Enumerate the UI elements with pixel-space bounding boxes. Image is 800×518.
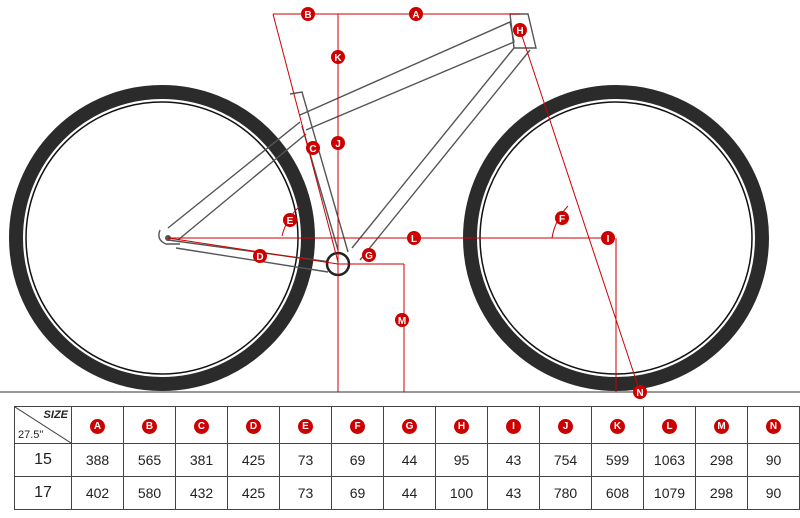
table-cell: 69 [331,476,384,510]
marker-g: G [362,248,376,262]
table-cell: 298 [695,476,748,510]
table-cell: 298 [695,443,748,477]
table-cell: 432 [175,476,228,510]
marker-e: E [283,213,297,227]
header-j: J [539,406,592,444]
header-badge-e: E [298,419,313,434]
marker-l: L [407,231,421,245]
header-n: N [747,406,800,444]
header-i: I [487,406,540,444]
header-badge-j: J [558,419,573,434]
svg-text:J: J [335,139,341,150]
svg-text:A: A [412,10,419,21]
table-cell: 565 [123,443,176,477]
table-cell: 754 [539,443,592,477]
header-l: L [643,406,696,444]
marker-a: A [409,7,423,21]
table-cell: 100 [435,476,488,510]
table-cell: 402 [71,476,124,510]
table-row: 15 388 565 381 425 73 69 44 95 43 754 59… [14,443,800,477]
bike-frame [158,13,537,273]
svg-text:K: K [334,53,342,64]
marker-h: H [513,23,527,37]
header-badge-n: N [766,419,781,434]
header-c: C [175,406,228,444]
table-cell: 44 [383,476,436,510]
table-cell: 608 [591,476,644,510]
marker-k: K [331,50,345,64]
svg-text:E: E [287,216,294,227]
header-m: M [695,406,748,444]
table-cell: 43 [487,443,540,477]
header-e: E [279,406,332,444]
table-row: 17 402 580 432 425 73 69 44 100 43 780 6… [14,476,800,510]
svg-text:F: F [559,214,565,225]
table-header-row: SIZE 27.5" A B C D E F G H I J K L M N [14,406,800,444]
svg-text:D: D [256,252,263,263]
header-g: G [383,406,436,444]
header-h: H [435,406,488,444]
header-badge-a: A [90,419,105,434]
table-cell: 388 [71,443,124,477]
size-label: SIZE [43,409,68,421]
bike-geometry-diagram: A B C D E F G H I J K L M N [0,7,800,399]
svg-text:C: C [309,144,316,155]
header-a: A [71,406,124,444]
header-badge-l: L [662,419,677,434]
header-f: F [331,406,384,444]
header-badge-b: B [142,419,157,434]
header-badge-c: C [194,419,209,434]
marker-n: N [633,385,647,399]
svg-text:I: I [607,234,610,245]
dimension-lines [167,13,641,393]
header-badge-f: F [350,419,365,434]
size-header-cell: SIZE 27.5" [14,406,72,444]
table-cell: 90 [747,443,800,477]
marker-d: D [253,249,267,263]
table-cell: 381 [175,443,228,477]
marker-c: C [306,141,320,155]
header-k: K [591,406,644,444]
table-cell: 73 [279,443,332,477]
svg-text:H: H [516,26,523,37]
marker-m: M [395,313,409,327]
geometry-table: SIZE 27.5" A B C D E F G H I J K L M N 1… [14,406,800,510]
header-badge-h: H [454,419,469,434]
marker-b: B [301,7,315,21]
table-cell: 599 [591,443,644,477]
header-badge-d: D [246,419,261,434]
row-size-label: 15 [14,443,72,477]
table-cell: 95 [435,443,488,477]
row-size-label: 17 [14,476,72,510]
table-cell: 425 [227,476,280,510]
table-cell: 69 [331,443,384,477]
marker-f: F [555,211,569,225]
table-cell: 1079 [643,476,696,510]
header-badge-m: M [714,419,729,434]
marker-j: J [331,136,345,150]
table-cell: 425 [227,443,280,477]
dimension-markers: A B C D E F G H I J K L M N [253,7,647,399]
svg-text:B: B [304,10,311,21]
table-cell: 73 [279,476,332,510]
svg-text:G: G [365,251,373,262]
marker-i: I [601,231,615,245]
table-cell: 1063 [643,443,696,477]
svg-text:L: L [411,234,417,245]
table-cell: 580 [123,476,176,510]
table-cell: 44 [383,443,436,477]
table-cell: 90 [747,476,800,510]
header-d: D [227,406,280,444]
svg-text:N: N [636,388,643,399]
table-cell: 43 [487,476,540,510]
header-badge-i: I [506,419,521,434]
header-b: B [123,406,176,444]
svg-text:M: M [398,316,406,327]
header-badge-g: G [402,419,417,434]
table-cell: 780 [539,476,592,510]
header-badge-k: K [610,419,625,434]
wheel-size-label: 27.5" [18,429,44,441]
